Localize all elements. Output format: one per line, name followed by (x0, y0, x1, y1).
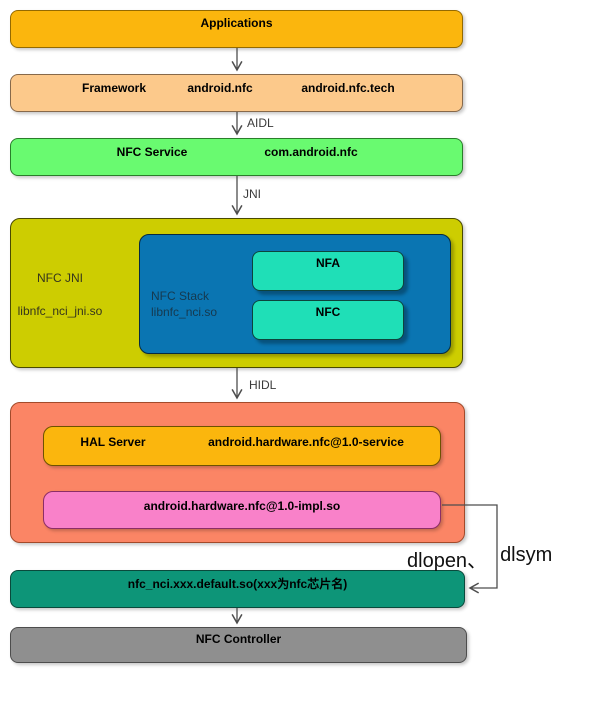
nfc-service-package-label: com.android.nfc (264, 145, 358, 159)
applications-label: Applications (200, 16, 273, 30)
nfc-stack-box: NFC Stack libnfc_nci.so NFA NFC (139, 234, 451, 354)
nfc-controller-box: NFC Controller (10, 627, 467, 663)
aidl-label: AIDL (247, 116, 274, 130)
applications-box: Applications (10, 10, 463, 48)
nfc-jni-lib-label: libnfc_nci_jni.so (17, 304, 103, 318)
hal-impl-box: android.hardware.nfc@1.0-impl.so (43, 491, 441, 529)
nfc-jni-container: NFC JNI libnfc_nci_jni.so NFC Stack libn… (10, 218, 463, 368)
framework-tech-package-label: android.nfc.tech (301, 81, 395, 95)
framework-box: Framework android.nfc android.nfc.tech (10, 74, 463, 112)
nfc-controller-label: NFC Controller (195, 632, 282, 646)
nfa-box: NFA (252, 251, 404, 291)
framework-package-label: android.nfc (187, 81, 253, 95)
hidl-label: HIDL (249, 378, 277, 392)
nfa-label: NFA (316, 256, 340, 270)
dlsym-label-part: dlsym (500, 544, 553, 566)
nci-lib-label: nfc_nci.xxx.default.so(xxx为nfc芯片名) (127, 576, 348, 591)
hal-container: HAL Server android.hardware.nfc@1.0-serv… (10, 402, 465, 543)
nfc-service-label: NFC Service (116, 145, 188, 159)
nfc-stack-lib-label: libnfc_nci.so (151, 305, 218, 319)
framework-label: Framework (81, 81, 147, 95)
hal-impl-label: android.hardware.nfc@1.0-impl.so (143, 499, 341, 513)
nfc-label: NFC (315, 305, 341, 319)
hal-service-package-label: android.hardware.nfc@1.0-service (208, 435, 404, 449)
dlopen-dlsym-label: dlopen、 dlsym (407, 544, 552, 573)
nfc-stack-label: NFC Stack libnfc_nci.so (151, 288, 217, 320)
nci-lib-box: nfc_nci.xxx.default.so(xxx为nfc芯片名) (10, 570, 465, 608)
dlopen-label-part: dlopen、 (407, 550, 488, 572)
hal-server-label: HAL Server (80, 435, 146, 449)
nfc-service-box: NFC Service com.android.nfc (10, 138, 463, 176)
nfc-stack-title: NFC Stack (151, 289, 210, 303)
jni-label: JNI (243, 187, 261, 201)
nfc-jni-label: NFC JNI (37, 271, 83, 285)
nfc-box: NFC (252, 300, 404, 340)
hal-server-box: HAL Server android.hardware.nfc@1.0-serv… (43, 426, 441, 466)
